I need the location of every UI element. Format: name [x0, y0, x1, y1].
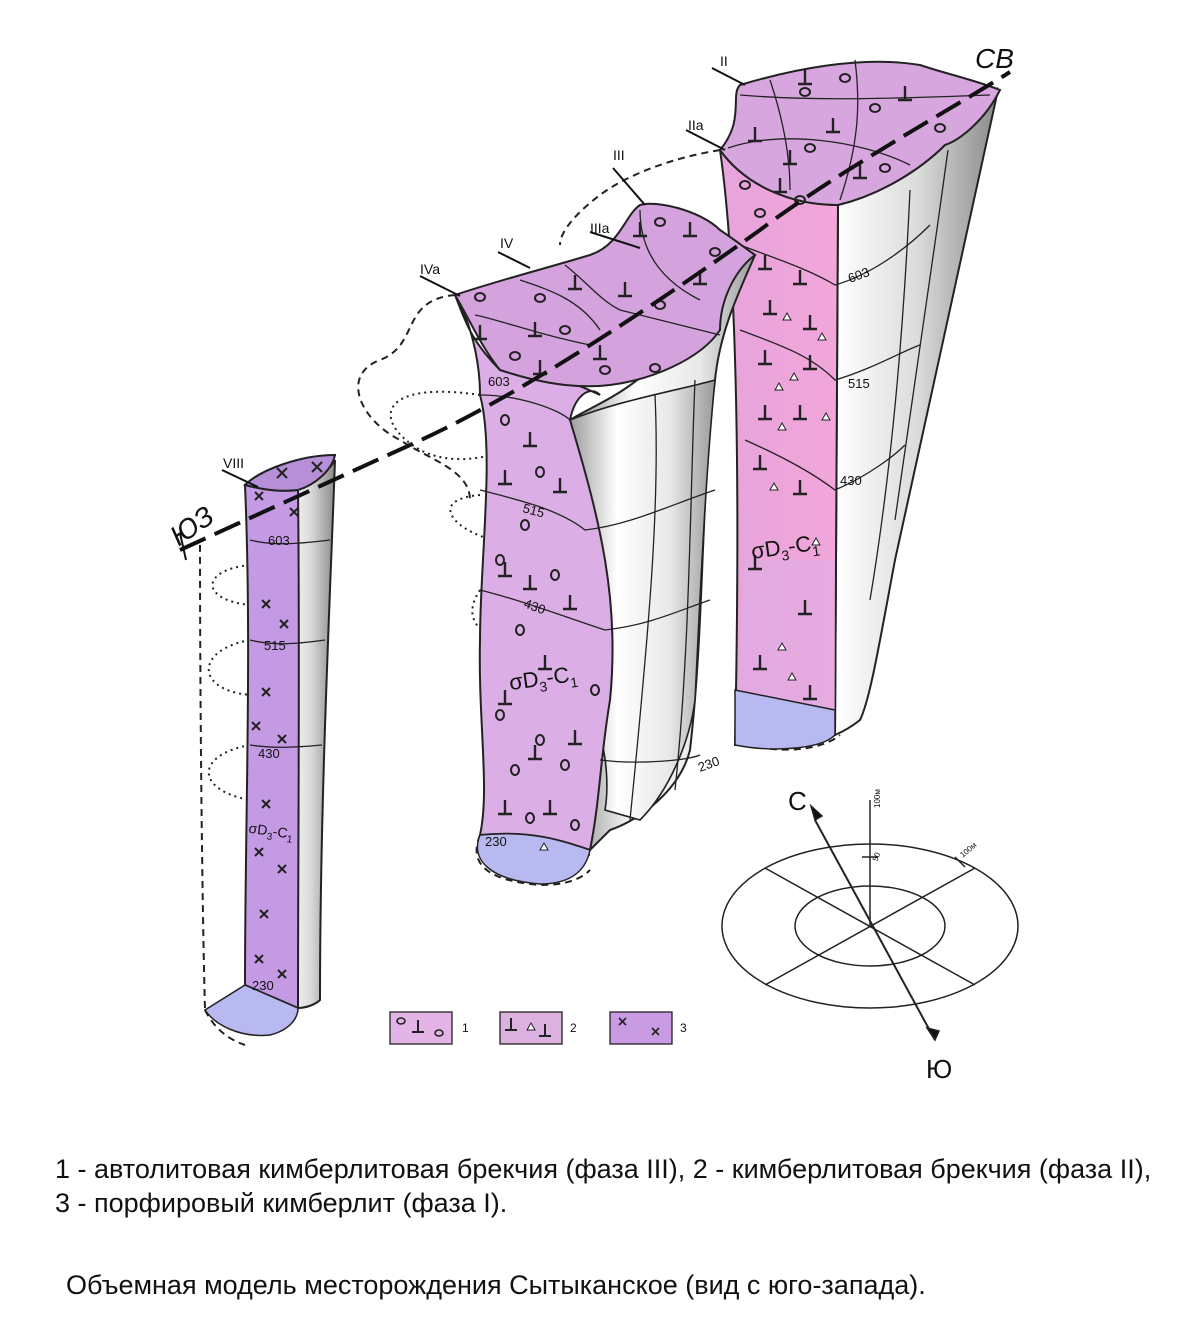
scale-mid-label: 50: [871, 851, 883, 863]
triangle-symbols: [539, 311, 831, 851]
ne-label: СВ: [975, 43, 1014, 74]
profile-label-iva: IVa: [420, 261, 440, 277]
rock-symbols: [251, 70, 946, 979]
scale-radial-label: 100м: [958, 840, 978, 859]
legend-item-phase1: 3: [609, 1011, 687, 1045]
legend-item-phase2: 2: [499, 1011, 577, 1045]
circle-symbols: [474, 73, 946, 831]
depth-label-603-sw: 603: [268, 533, 290, 548]
profile-label-iiia: IIIa: [590, 220, 610, 236]
profile-lines: [179, 67, 746, 561]
profile-label-ii: II: [720, 53, 728, 69]
depth-label-515-ne: 515: [848, 376, 870, 391]
legend-number-1: 1: [462, 1021, 469, 1035]
profile-label-iia: IIa: [688, 117, 704, 133]
depth-label-430-mid: 430: [522, 596, 548, 618]
legend-item-phase3: 1: [389, 1011, 469, 1045]
scale-vertical-label: 100м: [873, 789, 882, 808]
legend-caption: 1 - автолитовая кимберлитовая брекчия (ф…: [55, 1154, 1152, 1218]
depth-label-603-ne: 603: [846, 264, 872, 286]
depth-label-230-sw: 230: [252, 978, 274, 993]
depth-labels: 603 515 430 603 515 430 230 230 603 515 …: [252, 264, 871, 993]
body-sw: [243, 453, 337, 1010]
depth-label-603-mid: 603: [488, 374, 510, 389]
formation-label-ne: σD3-C1: [749, 530, 821, 568]
formation-label-middle: σD3-C1: [508, 661, 580, 699]
depth-label-430-ne: 430: [840, 473, 862, 488]
depth-label-430-sw: 430: [258, 746, 280, 761]
depth-label-230-mid-side: 230: [696, 753, 722, 775]
cross-symbols: [251, 461, 323, 979]
compass-north-label: С: [788, 786, 807, 816]
perpendicular-symbols: [473, 70, 912, 816]
depth-label-230-mid: 230: [485, 834, 507, 849]
legend-number-2: 2: [570, 1021, 577, 1035]
depth-label-515-sw: 515: [264, 638, 286, 653]
orebody-3d-diagram: II IIa III IIIa IV IVa VIII СВ ЮЗ 603 51…: [164, 43, 1019, 1084]
legend-number-3: 3: [680, 1021, 687, 1035]
compass-scale: [721, 800, 1019, 1042]
compass-south-label: Ю: [926, 1054, 952, 1084]
figure-title: Объемная модель месторождения Сытыканско…: [66, 1270, 926, 1300]
profile-label-iv: IV: [500, 235, 514, 251]
body-middle: [453, 202, 757, 864]
profile-label-iii: III: [613, 147, 625, 163]
profile-label-viii: VIII: [223, 455, 244, 471]
pipe-bases: [203, 689, 836, 1037]
depth-label-515-mid: 515: [521, 500, 546, 520]
sw-label: ЮЗ: [164, 500, 219, 552]
formation-label-sw: σD3-C1: [247, 820, 294, 846]
legend: 1 2 3: [389, 1011, 687, 1045]
